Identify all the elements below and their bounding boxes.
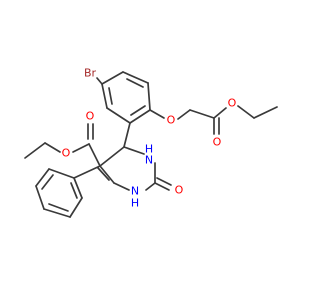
label-layer: Br O O O O O O H N N H xyxy=(62,67,237,210)
bond xyxy=(48,168,75,179)
molecule-canvas: Br O O O O O O H N N H xyxy=(24,67,278,218)
bond xyxy=(113,182,130,191)
bond xyxy=(253,106,278,119)
top-nitrogen-label: N xyxy=(145,154,153,167)
bottom-nh-hydrogen-label: H xyxy=(131,197,139,210)
bond xyxy=(88,143,101,167)
left-ester-oxygen-label: O xyxy=(62,147,71,160)
bond xyxy=(97,167,110,181)
bond xyxy=(41,174,54,190)
bond xyxy=(101,83,108,109)
bond xyxy=(177,109,191,120)
bond xyxy=(126,78,144,88)
bond-layer xyxy=(24,71,278,218)
bond xyxy=(73,177,83,199)
bond xyxy=(213,107,227,119)
bond xyxy=(73,165,101,179)
bond xyxy=(106,107,131,124)
bond xyxy=(101,71,124,85)
bond xyxy=(189,109,215,119)
bond xyxy=(69,197,83,218)
ester-carbonyl-oxygen-label: O xyxy=(213,136,222,149)
bond xyxy=(24,142,46,159)
bond xyxy=(122,71,149,84)
bond xyxy=(99,146,125,167)
bottom-nitrogen-label: N xyxy=(131,185,139,198)
bond xyxy=(48,203,69,212)
bromine-label: Br xyxy=(84,67,97,80)
bond xyxy=(96,77,103,85)
bond xyxy=(72,143,90,153)
bond xyxy=(35,185,45,210)
bond xyxy=(156,177,172,186)
structure-diagram: Br O O O O O O H N N H xyxy=(24,67,278,218)
bond xyxy=(70,182,78,199)
bond xyxy=(44,142,61,153)
top-nh-hydrogen-label: H xyxy=(145,143,153,156)
urea-oxygen-label: O xyxy=(175,184,184,197)
bond xyxy=(108,87,113,105)
bond xyxy=(130,105,146,116)
ester-oxygen-label: O xyxy=(228,97,237,110)
bond xyxy=(154,182,170,191)
bond xyxy=(149,109,165,119)
bond xyxy=(123,122,131,148)
bond xyxy=(147,82,151,111)
bond xyxy=(129,109,151,124)
bond xyxy=(99,165,115,184)
left-carbonyl-oxygen-label: O xyxy=(86,110,95,123)
bond xyxy=(43,208,71,218)
bond xyxy=(145,182,156,191)
bond xyxy=(237,105,255,119)
ether-oxygen-label: O xyxy=(167,114,176,127)
bond xyxy=(35,168,50,187)
bond xyxy=(123,146,145,155)
